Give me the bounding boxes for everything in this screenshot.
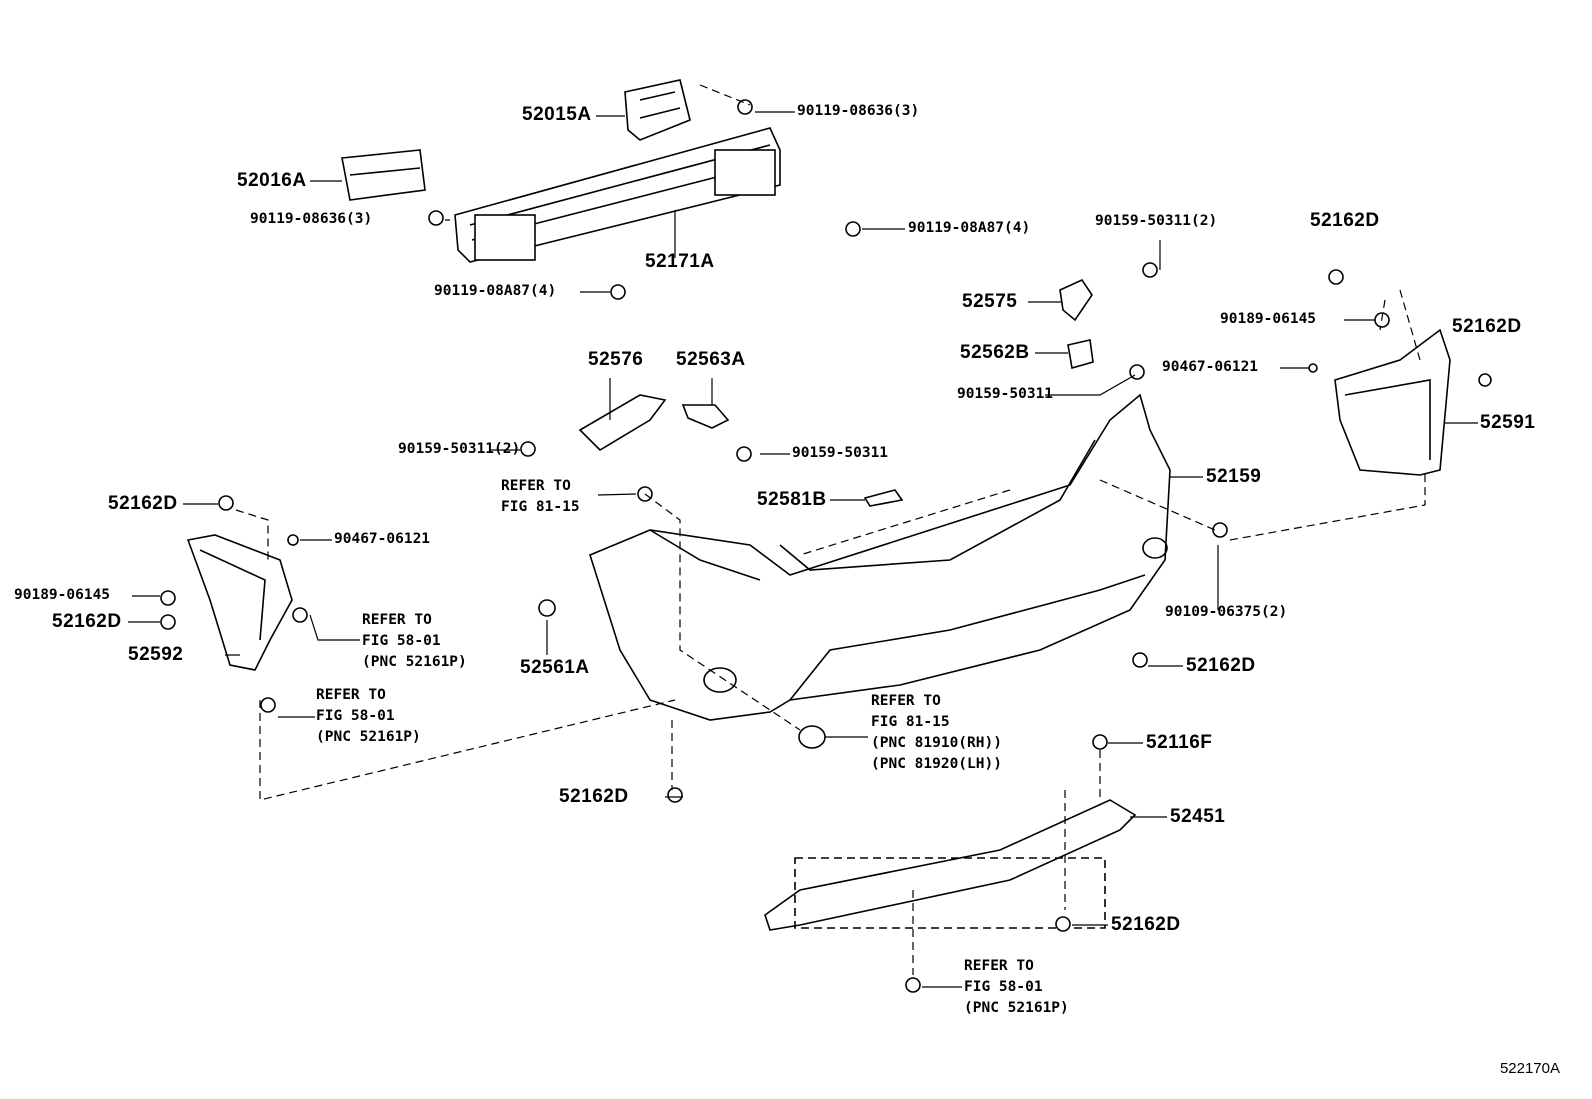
part-label-52159[interactable]: 52159 [1206,466,1262,487]
fig-number: FIG 81-15 [871,714,950,730]
side-retainer-52591 [1334,328,1451,476]
reflector-52581B [863,489,904,507]
side-retainer-52592 [186,534,293,671]
fastener-label-90159-50311-2-left[interactable]: 90159-50311(2) [398,441,521,457]
refer-to-text: REFER TO [964,958,1034,974]
part-label-52576[interactable]: 52576 [588,349,644,370]
part-label-52451[interactable]: 52451 [1170,806,1226,827]
fastener-label-90159-50311-2[interactable]: 90159-50311(2) [1095,213,1218,229]
fastener-label-90119-08636[interactable]: 90119-08636(3) [797,103,920,119]
part-label-52591[interactable]: 52591 [1480,412,1536,433]
bracket-52016A [341,149,426,201]
fastener-label-90467-06121[interactable]: 90467-06121 [1162,359,1259,375]
refer-to-text: REFER TO [501,478,571,494]
fastener-label-90159-50311-b[interactable]: 90159-50311 [792,445,889,461]
fastener-label-90159-50311[interactable]: 90159-50311 [957,386,1054,402]
part-label-52162D[interactable]: 52162D [1452,316,1522,337]
part-label-52561A[interactable]: 52561A [520,657,590,678]
fastener-label-90119-08636-left[interactable]: 90119-08636(3) [250,211,373,227]
part-label-52015A[interactable]: 52015A [522,104,592,125]
fastener-label-90189-06145[interactable]: 90189-06145 [1220,311,1317,327]
part-label-52592[interactable]: 52592 [128,644,184,665]
part-label-52162D[interactable]: 52162D [559,786,629,807]
reference-fig-81-15-cap[interactable]: REFER TO FIG 81-15 (PNC 81910(RH)) (PNC 819… [871,691,1002,775]
pnc-rh: (PNC 81910(RH)) [871,735,1002,751]
bracket-52576 [578,394,667,452]
part-label-52171A[interactable]: 52171A [645,251,715,272]
fig-number: FIG 58-01 [362,633,441,649]
reference-fig-58-01-b[interactable]: REFER TO FIG 58-01 (PNC 52161P) [316,685,421,748]
dashed-guides [235,84,1426,975]
bracket-52562B [1067,339,1094,370]
part-label-52581B[interactable]: 52581B [757,489,827,510]
cap-81910 [798,725,826,749]
refer-to-text: REFER TO [871,693,941,709]
part-label-52016A[interactable]: 52016A [237,170,307,191]
fig-number: FIG 58-01 [316,708,395,724]
part-label-52162D[interactable]: 52162D [1310,210,1380,231]
reference-fig-58-01-c[interactable]: REFER TO FIG 58-01 (PNC 52161P) [964,956,1069,1019]
leader-lines [128,111,1478,988]
pnc-number: (PNC 52161P) [362,654,467,670]
refer-to-text: REFER TO [362,612,432,628]
bumper-reinforcement-52171A [454,127,781,263]
part-label-52562B[interactable]: 52562B [960,342,1030,363]
fastener-label-90467-06121-left[interactable]: 90467-06121 [334,531,431,547]
part-label-52575[interactable]: 52575 [962,291,1018,312]
fastener-label-90109-06375[interactable]: 90109-06375(2) [1165,604,1288,620]
figure-id: 522170A [1499,1060,1560,1077]
part-label-52162D[interactable]: 52162D [1186,655,1256,676]
rear-bumper-cover-52159 [589,393,1171,721]
bracket-52015A [624,79,691,141]
part-label-52162D[interactable]: 52162D [52,611,122,632]
fastener-label-90119-08A87[interactable]: 90119-08A87(4) [908,220,1031,236]
pnc-lh: (PNC 81920(LH)) [871,756,1002,772]
reference-fig-81-15-top[interactable]: REFER TO FIG 81-15 [501,476,580,518]
fastener-label-90189-06145-left[interactable]: 90189-06145 [14,587,111,603]
part-label-52563A[interactable]: 52563A [676,349,746,370]
lower-garnish-52451 [764,799,1137,931]
part-label-52162D[interactable]: 52162D [108,493,178,514]
pnc-number: (PNC 52161P) [316,729,421,745]
part-label-52116F[interactable]: 52116F [1146,732,1213,753]
fig-number: FIG 58-01 [964,979,1043,995]
pnc-number: (PNC 52161P) [964,1000,1069,1016]
bracket-52563A [681,404,730,429]
fig-number: FIG 81-15 [501,499,580,515]
reference-fig-58-01-a[interactable]: REFER TO FIG 58-01 (PNC 52161P) [362,610,467,673]
part-label-52162D[interactable]: 52162D [1111,914,1181,935]
bracket-52575 [1059,278,1093,322]
refer-to-text: REFER TO [316,687,386,703]
fastener-label-90119-08A87-left[interactable]: 90119-08A87(4) [434,283,557,299]
